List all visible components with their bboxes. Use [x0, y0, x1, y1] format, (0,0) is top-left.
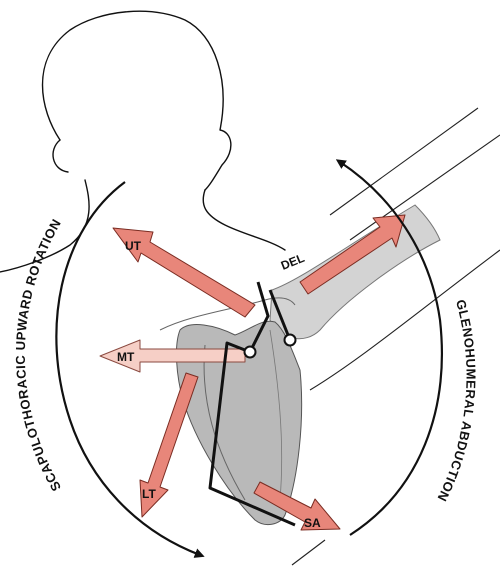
lt-arrow [139, 372, 199, 518]
scapula [159, 297, 303, 526]
label-mt: MT [117, 350, 135, 364]
sa-arrow [253, 481, 341, 531]
label-lt: LT [142, 487, 156, 501]
del-arrow [299, 214, 406, 295]
label-ut: UT [125, 239, 142, 253]
humerus [269, 204, 441, 340]
label-sa: SA [304, 516, 321, 530]
mt-arrow [99, 339, 246, 373]
ut-arrow [112, 227, 256, 318]
scapulothoracic-rotation-arrow [55, 181, 205, 558]
glenohumeral-joint-center [283, 333, 297, 347]
arm-outline [291, 107, 500, 566]
glenohumeral-abduction-arrow [335, 159, 443, 536]
scapular-rotation-axis [243, 345, 257, 359]
head-outline [0, 10, 286, 273]
label-del: DEL [279, 251, 306, 273]
lever-arms [208, 281, 296, 527]
